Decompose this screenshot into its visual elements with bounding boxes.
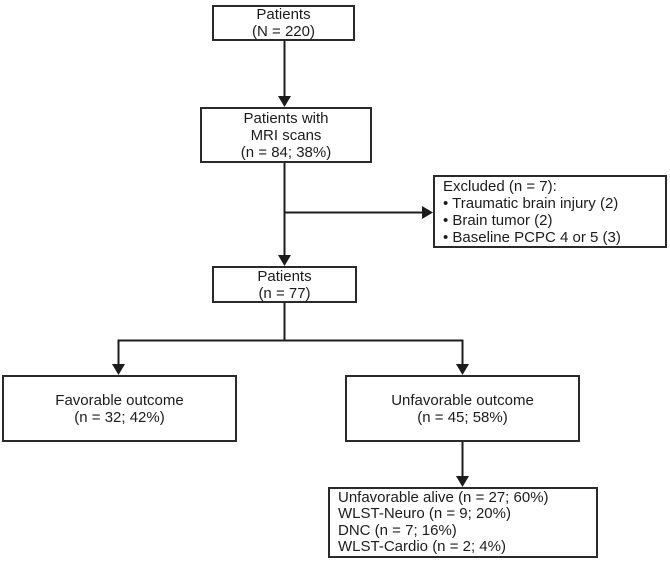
box-patients-total: Patients (N = 220) bbox=[212, 5, 355, 41]
box-unfavorable-detail-line3: DNC (n = 7; 16%) bbox=[338, 521, 457, 539]
box-patients-with-mri-scans: Patients with MRI scans (n = 84; 38%) bbox=[200, 107, 372, 163]
box-patients-total-line1: Patients bbox=[256, 6, 311, 23]
box-unfavorable-detail-line2: WLST-Neuro (n = 9; 20%) bbox=[338, 505, 511, 522]
box-mri-scans-line1: Patients with bbox=[243, 109, 329, 127]
box-excluded: Excluded (n = 7): • Traumatic brain inju… bbox=[433, 175, 667, 248]
box-excluded-title: Excluded (n = 7): bbox=[443, 177, 557, 195]
arrow-excluded-head bbox=[422, 206, 433, 219]
arrow-mri-to-included-head bbox=[278, 255, 291, 266]
box-patients-included-line1: Patients bbox=[257, 267, 312, 285]
box-unfavorable-detail: Unfavorable alive (n = 27; 60%) WLST-Neu… bbox=[328, 487, 598, 558]
box-favorable-line1: Favorable outcome bbox=[55, 391, 184, 409]
box-unfavorable-detail-line4: WLST-Cardio (n = 2; 4%) bbox=[338, 538, 506, 555]
box-unfavorable-detail-line1: Unfavorable alive (n = 27; 60%) bbox=[338, 488, 549, 506]
box-mri-scans-line3: (n = 84; 38%) bbox=[240, 143, 332, 161]
box-excluded-bullet1: • Traumatic brain injury (2) bbox=[443, 194, 619, 212]
box-unfavorable-line2: (n = 45; 58%) bbox=[417, 408, 508, 426]
arrow-total-to-mri-head bbox=[278, 96, 291, 107]
arrow-unfavorable-head bbox=[456, 364, 469, 375]
box-unfavorable-line1: Unfavorable outcome bbox=[391, 391, 534, 409]
box-favorable-outcome: Favorable outcome (n = 32; 42%) bbox=[2, 375, 237, 442]
box-mri-scans-line2: MRI scans bbox=[250, 126, 322, 144]
box-patients-total-line2: (N = 220) bbox=[252, 23, 315, 40]
box-unfavorable-outcome: Unfavorable outcome (n = 45; 58%) bbox=[345, 375, 580, 442]
box-patients-included-line2: (n = 77) bbox=[258, 284, 311, 302]
arrow-detail-head bbox=[456, 476, 469, 487]
box-patients-included: Patients (n = 77) bbox=[212, 266, 357, 303]
box-favorable-line2: (n = 32; 42%) bbox=[74, 408, 165, 426]
arrow-favorable-head bbox=[112, 364, 125, 375]
box-excluded-bullet2: • Brain tumor (2) bbox=[443, 211, 553, 229]
box-excluded-bullet3: • Baseline PCPC 4 or 5 (3) bbox=[443, 228, 621, 246]
